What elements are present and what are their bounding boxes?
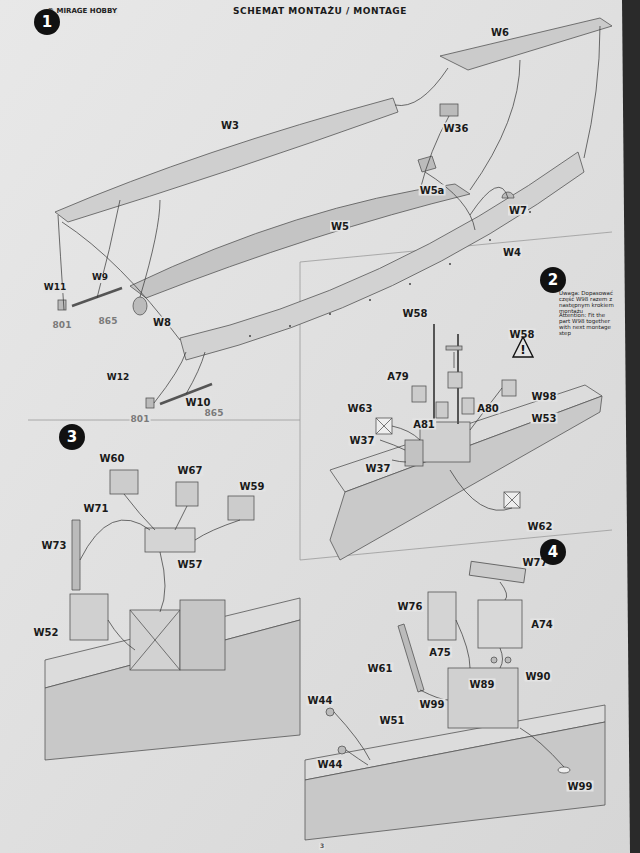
- step2-hull: [330, 324, 602, 560]
- step-number: 2: [540, 267, 566, 293]
- warning-mark: !: [520, 344, 525, 356]
- part-w11: [58, 300, 66, 310]
- step-number-text: 3: [67, 430, 77, 445]
- part-label: W63: [347, 403, 374, 414]
- note-text: Attention: Fit the part W98 together wit…: [558, 312, 616, 336]
- part-label: W37: [365, 463, 392, 474]
- part-label: 865: [98, 317, 119, 327]
- part-label: A79: [386, 371, 410, 382]
- part-label: W4: [502, 247, 522, 258]
- part-label: W3: [220, 120, 240, 131]
- part-label: W71: [83, 503, 110, 514]
- step3-hull: [45, 470, 300, 760]
- step-number-text: 4: [548, 545, 558, 560]
- part-label: W67: [177, 465, 204, 476]
- part-label: W59: [239, 481, 266, 492]
- panel-dividers: [28, 232, 612, 560]
- part-label: 865: [204, 409, 225, 419]
- hull-half-w4: [180, 152, 584, 360]
- part-label: W37: [349, 435, 376, 446]
- part-label: W57: [177, 559, 204, 570]
- part-label: A75: [428, 647, 452, 658]
- leader-lines-3: [80, 494, 240, 650]
- part-label: 3: [319, 843, 325, 850]
- part-label: W6: [490, 27, 510, 38]
- step4-hull: [305, 561, 605, 840]
- part-label: W73: [41, 540, 68, 551]
- part-w36: [440, 104, 458, 116]
- warning-triangle: !: [512, 336, 534, 358]
- part-label: W44: [307, 695, 334, 706]
- hull-half-w3: [55, 98, 398, 222]
- part-w5a: [418, 156, 436, 172]
- part-label: W7: [508, 205, 528, 216]
- step-number: 4: [540, 539, 566, 565]
- part-label: W62: [527, 521, 554, 532]
- portholes: [249, 211, 531, 337]
- part-label: W60: [99, 453, 126, 464]
- part-label: W51: [379, 715, 406, 726]
- part-w8: [133, 297, 147, 315]
- part-label: A81: [412, 419, 436, 430]
- part-label: W89: [469, 679, 496, 690]
- part-label: W8: [152, 317, 172, 328]
- part-label: A80: [476, 403, 500, 414]
- part-w12: [146, 398, 154, 408]
- part-label: W61: [367, 663, 394, 674]
- part-label: W5: [330, 221, 350, 232]
- deck-w6: [440, 18, 612, 70]
- part-label: W36: [443, 123, 470, 134]
- leader-lines: [58, 26, 600, 403]
- part-label: W52: [33, 627, 60, 638]
- part-label: 801: [130, 415, 151, 425]
- step-number: 1: [34, 9, 60, 35]
- part-label: W5a: [419, 185, 446, 196]
- leader-lines-4: [334, 582, 564, 767]
- note-text: Uwaga: Dopasować część W98 razem z nastę…: [558, 290, 616, 314]
- part-label: W9: [91, 273, 109, 283]
- step-number: 3: [59, 424, 85, 450]
- leader-lines-2: [380, 352, 512, 510]
- part-label: A74: [530, 619, 554, 630]
- part-label: W99: [567, 781, 594, 792]
- part-label: W44: [317, 759, 344, 770]
- deck-w5: [130, 184, 470, 298]
- part-label: W53: [531, 413, 558, 424]
- part-label: W76: [397, 601, 424, 612]
- part-label: W10: [185, 397, 212, 408]
- part-label: W90: [525, 671, 552, 682]
- step1-parts: [55, 18, 612, 408]
- part-label: W12: [106, 373, 130, 383]
- part-label: W99: [419, 699, 446, 710]
- part-label: W11: [43, 283, 67, 293]
- part-label: W58: [402, 308, 429, 319]
- part-label: W98: [531, 391, 558, 402]
- step-number-text: 2: [548, 273, 558, 288]
- part-label: 801: [52, 321, 73, 331]
- page-title: SCHEMAT MONTAŻU / MONTAGE: [232, 7, 408, 17]
- step-number-text: 1: [42, 15, 52, 30]
